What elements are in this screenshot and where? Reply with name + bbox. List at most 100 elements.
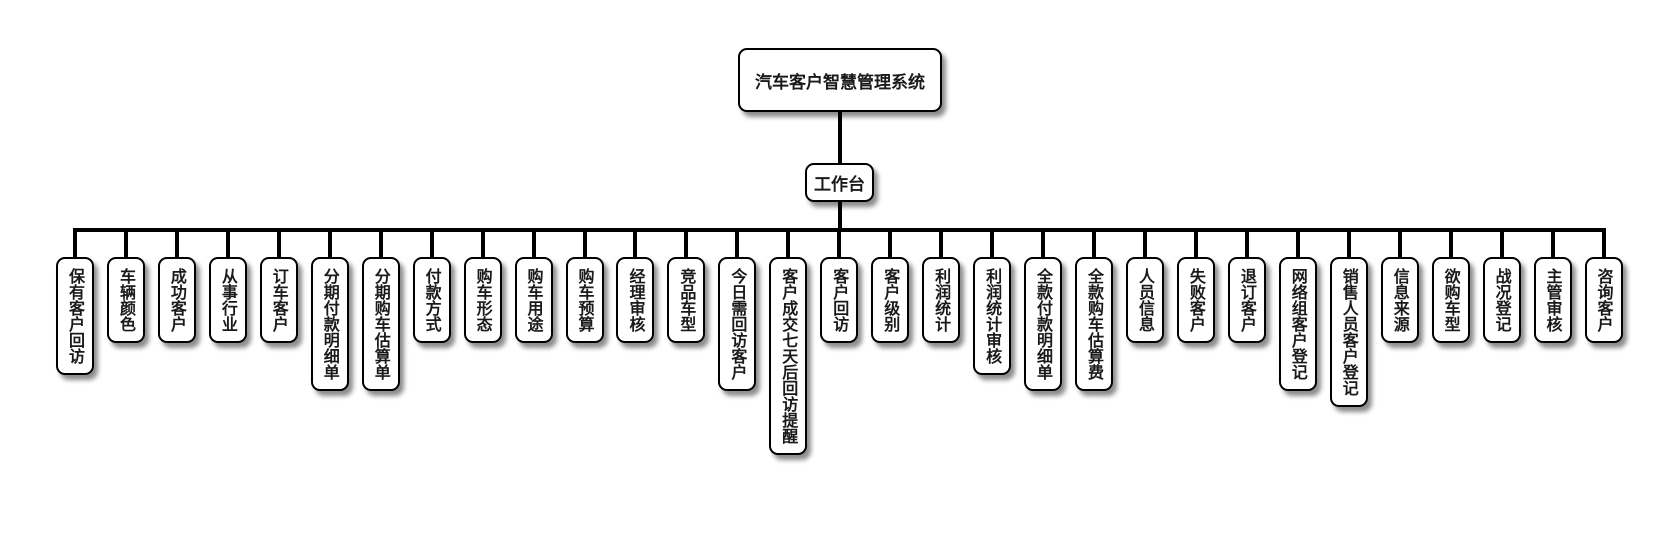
child-node-label: 主管审核	[1543, 268, 1563, 332]
child-node-label: 全款付款明细单	[1034, 268, 1054, 380]
connector-drop	[1397, 230, 1402, 257]
connector-drop	[1601, 230, 1606, 257]
child-node-label: 客户级别	[881, 268, 901, 332]
connector-drop	[531, 230, 536, 257]
child-node[interactable]: 主管审核	[1533, 257, 1572, 343]
child-node-label: 全款购车估算费	[1085, 268, 1104, 380]
connector-drop	[276, 230, 281, 257]
child-node-label: 失败客户	[1186, 268, 1206, 332]
child-node-label: 从事行业	[218, 268, 238, 332]
child-node[interactable]: 利润统计	[922, 257, 961, 343]
connector-drop	[327, 230, 332, 257]
child-node-label: 欲购车型	[1441, 268, 1461, 332]
connector-drop	[735, 230, 740, 257]
connector-drop	[990, 230, 995, 257]
child-node-label: 人员信息	[1135, 268, 1155, 332]
child-node[interactable]: 购车用途	[514, 257, 553, 343]
child-node-label: 竞品车型	[677, 268, 697, 332]
child-node-label: 购车形态	[473, 268, 493, 332]
child-node-label: 利润统计	[932, 268, 952, 332]
child-node[interactable]: 客户级别	[871, 257, 910, 343]
child-node[interactable]: 全款付款明细单	[1024, 257, 1063, 391]
child-node[interactable]: 付款方式	[412, 257, 451, 343]
child-node[interactable]: 咨询客户	[1584, 257, 1623, 343]
connector-drop	[225, 230, 230, 257]
child-node[interactable]: 失败客户	[1176, 257, 1215, 343]
connector-drop	[1346, 230, 1351, 257]
connector-drop	[939, 230, 944, 257]
child-node-label: 车辆颜色	[116, 268, 136, 332]
child-node[interactable]: 人员信息	[1125, 257, 1164, 343]
child-node[interactable]: 信息来源	[1380, 257, 1419, 343]
connector-root-to-hub	[838, 112, 842, 163]
child-node[interactable]: 战况登记	[1482, 257, 1521, 343]
child-node-label: 保有客户回访	[66, 268, 85, 364]
child-node-label: 战况登记	[1492, 268, 1512, 332]
connector-hub-to-bus	[838, 202, 842, 230]
child-node[interactable]: 客户回访	[820, 257, 859, 343]
connector-drop	[123, 230, 128, 257]
child-node-label: 今日需回访客户	[728, 268, 748, 380]
connector-drop	[1448, 230, 1453, 257]
child-node[interactable]: 订车客户	[259, 257, 298, 343]
child-node-label: 网络组客户登记	[1288, 268, 1308, 380]
connector-drop	[1193, 230, 1198, 257]
root-node[interactable]: 汽车客户智慧管理系统	[738, 48, 942, 112]
hub-node[interactable]: 工作台	[805, 163, 874, 202]
connector-drop	[174, 230, 179, 257]
child-node[interactable]: 竞品车型	[667, 257, 706, 343]
child-node[interactable]: 今日需回访客户	[718, 257, 757, 391]
child-node[interactable]: 经理审核	[616, 257, 655, 343]
child-node[interactable]: 购车形态	[463, 257, 502, 343]
child-node[interactable]: 客户成交七天后回访提醒	[769, 257, 808, 455]
child-node[interactable]: 保有客户回访	[56, 257, 94, 375]
child-node-label: 信息来源	[1390, 268, 1410, 332]
child-node[interactable]: 车辆颜色	[106, 257, 145, 343]
connector-drop	[480, 230, 485, 257]
child-node[interactable]: 销售人员客户登记	[1329, 257, 1368, 407]
connector-drop	[786, 230, 791, 257]
connector-drop	[633, 230, 638, 257]
root-node-label: 汽车客户智慧管理系统	[755, 72, 925, 93]
child-node-label: 付款方式	[422, 268, 442, 332]
child-node-label: 购车预算	[575, 268, 595, 332]
child-node-label: 订车客户	[269, 268, 289, 332]
connector-drop	[1295, 230, 1300, 257]
connector-drop	[888, 230, 893, 257]
child-node-label: 成功客户	[167, 268, 187, 332]
child-node-label: 退订客户	[1237, 268, 1257, 332]
child-node[interactable]: 退订客户	[1227, 257, 1266, 343]
connector-drop	[582, 230, 587, 257]
connector-drop	[1499, 230, 1504, 257]
child-node[interactable]: 分期付款明细单	[310, 257, 349, 391]
connector-drop	[1550, 230, 1555, 257]
child-node-label: 购车用途	[524, 268, 544, 332]
child-node-label: 咨询客户	[1594, 268, 1614, 332]
child-node-label: 分期付款明细单	[320, 268, 340, 380]
child-node[interactable]: 成功客户	[157, 257, 196, 343]
child-node[interactable]: 购车预算	[565, 257, 604, 343]
child-node[interactable]: 网络组客户登记	[1278, 257, 1317, 391]
child-node[interactable]: 利润统计审核	[973, 257, 1012, 375]
connector-drop	[1142, 230, 1147, 257]
connector-drop	[429, 230, 434, 257]
connector-drop	[684, 230, 689, 257]
child-node[interactable]: 从事行业	[208, 257, 247, 343]
child-node[interactable]: 分期购车估算单	[361, 257, 400, 391]
child-node-label: 客户成交七天后回访提醒	[779, 268, 799, 444]
connector-drop	[1092, 230, 1096, 257]
connector-drop	[837, 230, 842, 257]
connector-drop	[378, 230, 383, 257]
child-node-label: 利润统计审核	[983, 268, 1003, 364]
child-node-label: 分期购车估算单	[371, 268, 391, 380]
connector-drop	[73, 230, 77, 257]
child-node-label: 经理审核	[626, 268, 646, 332]
hub-node-label: 工作台	[814, 175, 865, 195]
child-node-label: 销售人员客户登记	[1339, 268, 1359, 396]
child-node[interactable]: 欲购车型	[1431, 257, 1470, 343]
connector-drop	[1244, 230, 1249, 257]
child-node-label: 客户回访	[830, 268, 850, 332]
child-node[interactable]: 全款购车估算费	[1075, 257, 1113, 391]
connector-drop	[1041, 230, 1046, 257]
